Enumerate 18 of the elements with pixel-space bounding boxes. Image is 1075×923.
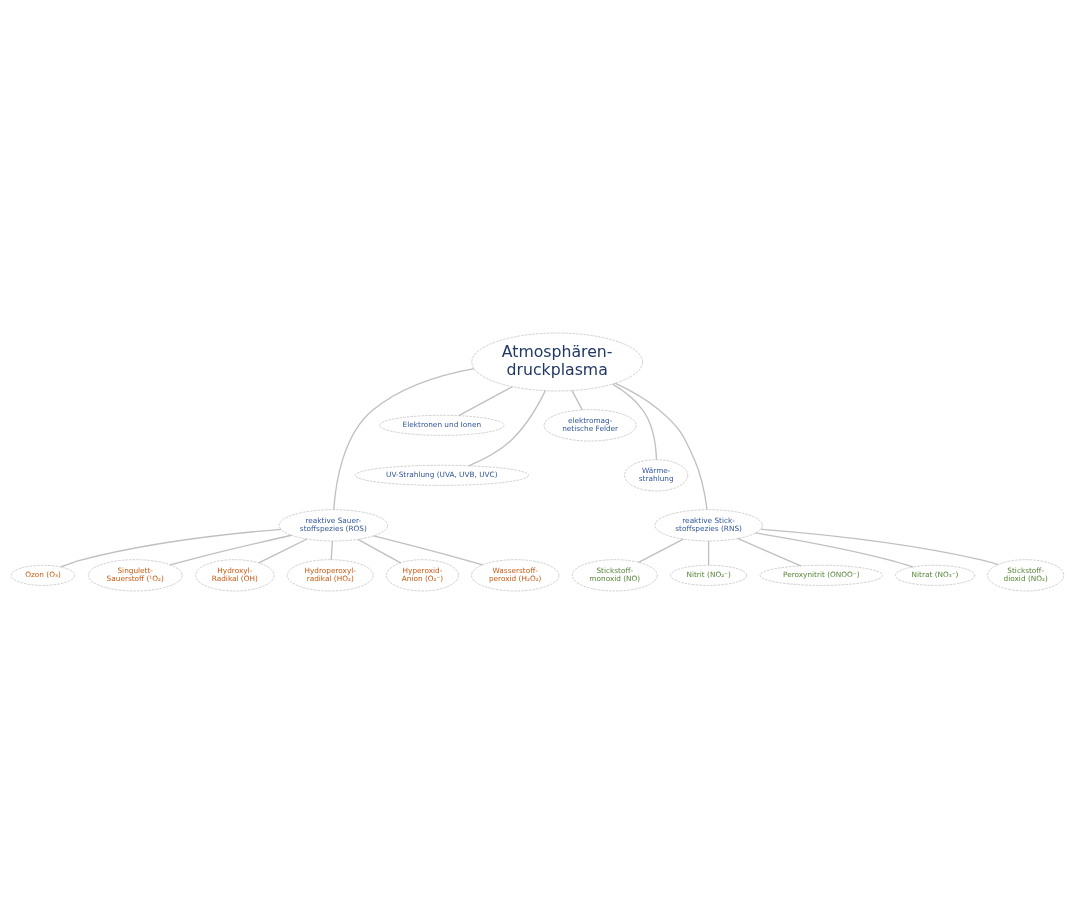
connector: [169, 534, 293, 565]
connector: [467, 389, 546, 466]
connector: [612, 382, 658, 460]
connector: [736, 537, 802, 567]
connector: [637, 537, 684, 563]
connector: [258, 537, 308, 564]
connector: [614, 382, 708, 510]
connector: [571, 389, 583, 411]
connector: [754, 531, 914, 568]
node-ellipse: Atmosphären- druckplasma: [471, 332, 643, 391]
connector: [60, 528, 282, 568]
connector: [333, 367, 475, 510]
connector: [458, 385, 514, 416]
connector: [330, 539, 334, 560]
connector: [707, 539, 710, 566]
connector: [372, 534, 484, 566]
connector: [357, 538, 402, 563]
connector: [760, 528, 999, 565]
